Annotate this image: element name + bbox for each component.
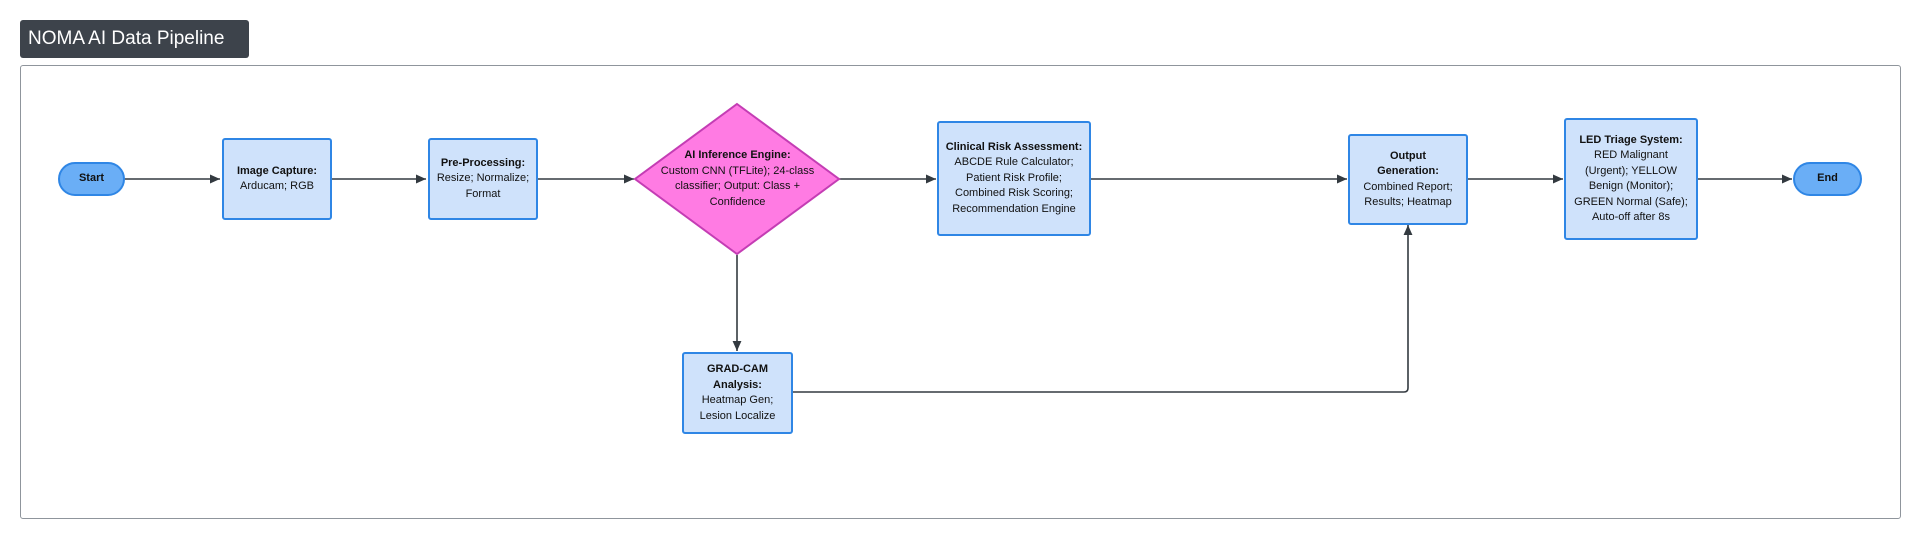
grad-cam-title: GRAD-CAM Analysis:: [706, 363, 769, 391]
ai-inference-body: Custom CNN (TFLite); 24-class classifier…: [660, 164, 815, 208]
clinical-risk-assessment-node: Clinical Risk Assessment: ABCDE Rule Cal…: [937, 121, 1091, 236]
edge-grad-cam-to-output-generation: [792, 225, 1413, 393]
page-title: NOMA AI Data Pipeline: [20, 20, 249, 58]
pre-processing-node: Pre-Processing: Resize; Normalize; Forma…: [428, 138, 538, 220]
clinical-risk-body: ABCDE Rule Calculator; Patient Risk Prof…: [952, 156, 1076, 215]
grad-cam-body: Heatmap Gen; Lesion Localize: [699, 394, 776, 422]
grad-cam-analysis-node: GRAD-CAM Analysis: Heatmap Gen; Lesion L…: [682, 352, 793, 434]
pre-processing-body: Resize; Normalize; Format: [436, 172, 530, 200]
output-generation-body: Combined Report; Results; Heatmap: [1363, 180, 1453, 209]
image-capture-node: Image Capture: Arducam; RGB: [222, 138, 332, 220]
image-capture-body: Arducam; RGB: [240, 180, 314, 192]
pre-processing-title: Pre-Processing:: [440, 156, 526, 169]
start-label: Start: [78, 172, 105, 185]
output-generation-title: Output Generation:: [1377, 149, 1439, 178]
led-triage-body: RED Malignant (Urgent); YELLOW Benign (M…: [1574, 149, 1688, 223]
end-node: End: [1793, 162, 1862, 196]
end-label: End: [1817, 172, 1838, 185]
output-generation-node: Output Generation: Combined Report; Resu…: [1348, 134, 1468, 225]
ai-inference-engine-diamond: [633, 102, 841, 256]
clinical-risk-title: Clinical Risk Assessment:: [945, 140, 1083, 153]
image-capture-title: Image Capture:: [236, 164, 318, 177]
ai-inference-title: AI Inference Engine:: [684, 149, 791, 161]
ai-inference-engine-node: AI Inference Engine: Custom CNN (TFLite)…: [650, 145, 825, 213]
led-triage-system-node: LED Triage System: RED Malignant (Urgent…: [1564, 118, 1698, 240]
start-node: Start: [58, 162, 125, 196]
diagram-frame: [20, 65, 1901, 519]
led-triage-title: LED Triage System:: [1579, 133, 1683, 146]
